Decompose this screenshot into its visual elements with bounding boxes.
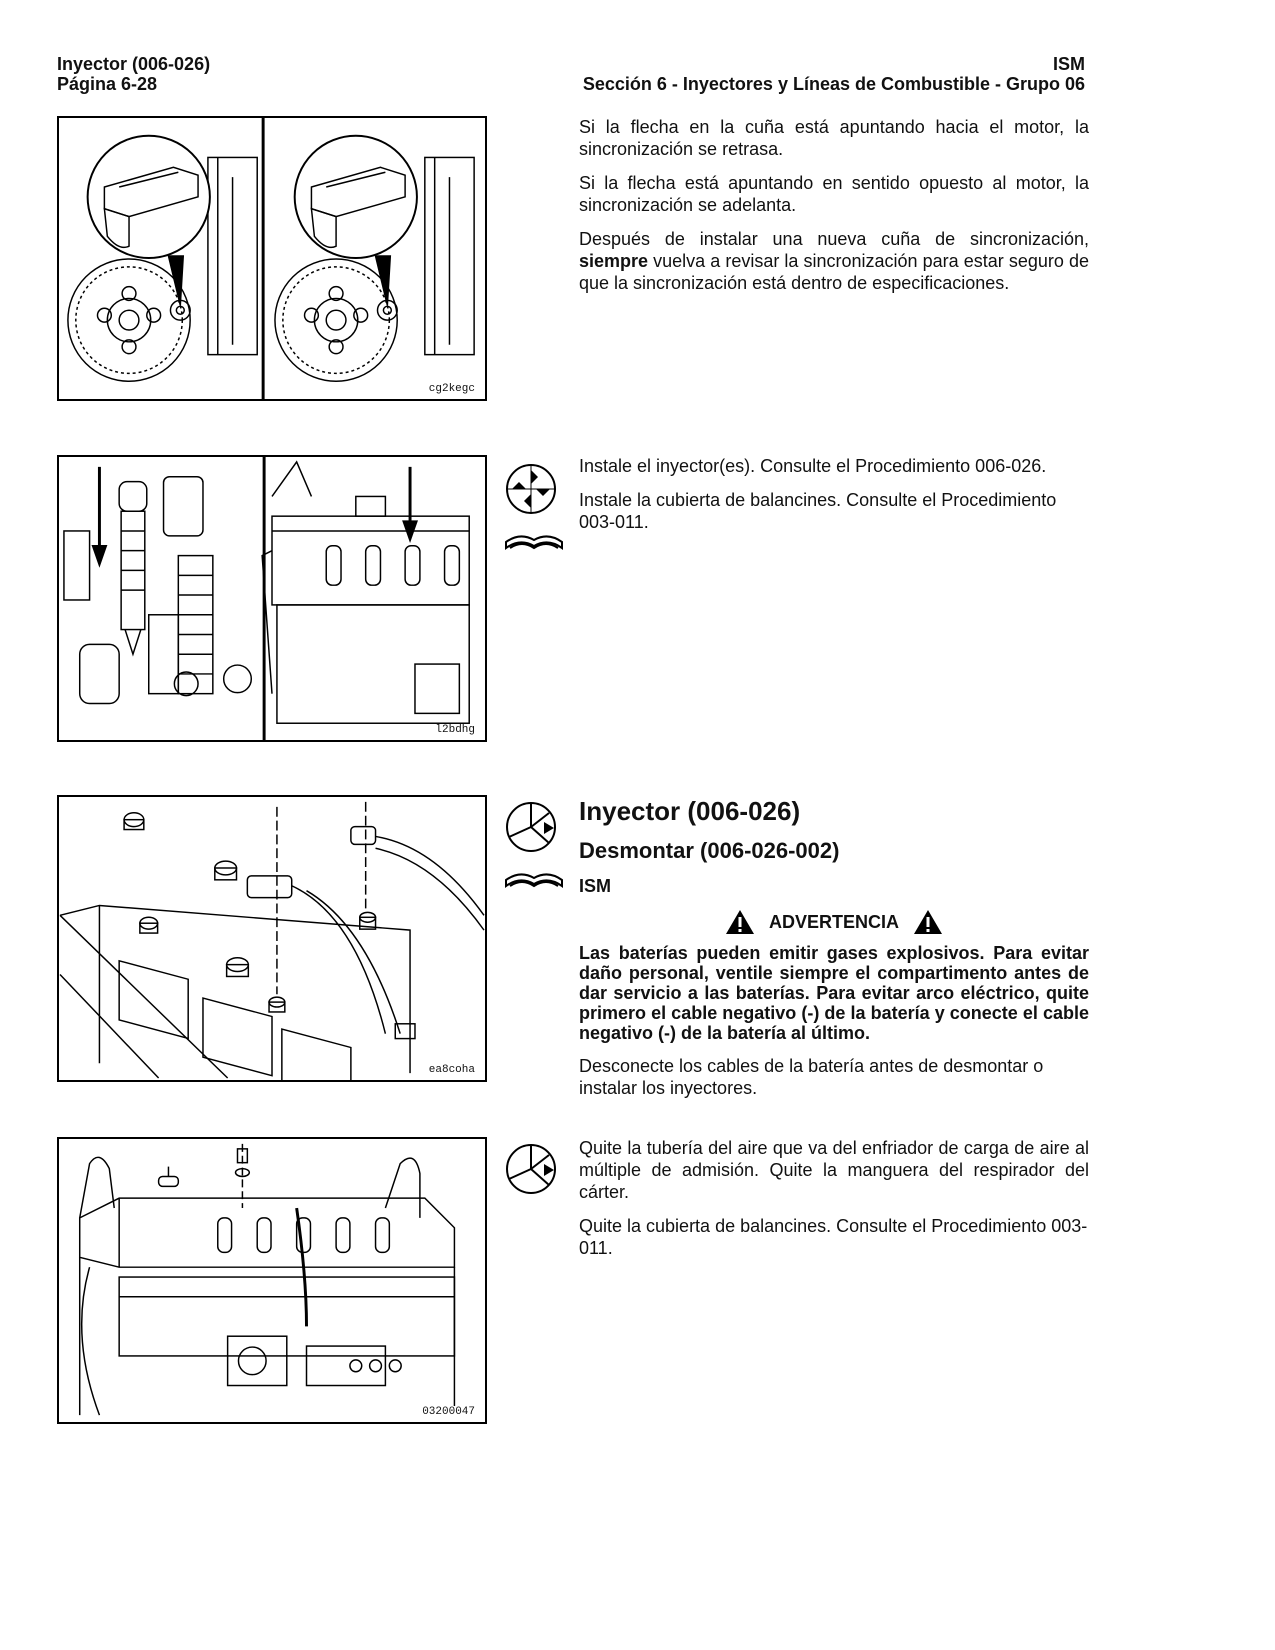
timing-wedge-illustration (67, 118, 475, 399)
figure-code: l2bdhg (433, 724, 477, 736)
remove-procedure-icon (506, 1144, 556, 1194)
install-procedure-icon (506, 464, 556, 514)
procedure-heading: Desmontar (006-026-002) (579, 838, 840, 863)
engine-top-illustration (78, 1143, 456, 1416)
paragraph: Si la flecha en la cuña está apuntando h… (579, 117, 1089, 159)
remove-procedure-icon (506, 802, 556, 852)
injector-install-illustration (63, 457, 470, 740)
icon-column (504, 462, 564, 566)
open-book-icon (505, 873, 563, 888)
paragraph: Quite la tubería del aire que va del enf… (579, 1138, 1089, 1202)
figure-timing-wedge: cg2kegc (57, 116, 487, 401)
header-section-title: Inyector (006-026) (57, 54, 211, 74)
icon-column (504, 800, 564, 904)
paragraph: Quite la cubierta de balancines. Consult… (579, 1216, 1088, 1258)
warning-header: ADVERTENCIA (579, 909, 1089, 935)
emphasis-text: siempre (579, 251, 649, 271)
text-block-rocker-cover: Quite la tubería del aire que va del enf… (579, 1137, 1089, 1271)
open-book-icon (505, 535, 563, 550)
text-block-timing: Si la flecha en la cuña está apuntando h… (579, 116, 1089, 306)
text-block-install: Instale el inyector(es). Consulte el Pro… (579, 455, 1089, 545)
figure-engine-top: 03200047 (57, 1137, 487, 1424)
engine-subheading: ISM (579, 876, 612, 896)
battery-illustration (59, 801, 485, 1080)
warning-title: ADVERTENCIA (768, 912, 899, 932)
text-run: Después de instalar una nueva cuña de si… (579, 229, 1089, 249)
figure-code: ea8coha (426, 1064, 477, 1076)
header-engine: ISM (1052, 54, 1085, 74)
page-header-right: ISM Sección 6 - Inyectores y Líneas de C… (583, 54, 1085, 94)
text-run: vuelva a revisar la sincronización para … (579, 251, 1089, 293)
paragraph: Después de instalar una nueva cuña de si… (579, 228, 1089, 294)
text-block-remove: Inyector (006-026) Desmontar (006-026-00… (579, 795, 1089, 1111)
paragraph: Instale la cubierta de balancines. Consu… (579, 490, 1057, 532)
warning-triangle-icon (725, 910, 754, 934)
paragraph: Desconecte los cables de la batería ante… (579, 1056, 1044, 1098)
figure-battery: ea8coha (57, 795, 487, 1082)
figure-injector-install: l2bdhg (57, 455, 487, 742)
figure-code: 03200047 (420, 1406, 477, 1418)
warning-triangle-icon (914, 910, 942, 934)
section-heading: Inyector (006-026) (579, 796, 801, 826)
icon-column (504, 1142, 564, 1206)
header-page-number: Página 6-28 (57, 74, 158, 94)
header-section: Sección 6 - Inyectores y Líneas de Combu… (582, 74, 1085, 94)
paragraph: Instale el inyector(es). Consulte el Pro… (579, 456, 1047, 476)
warning-text: Las baterías pueden emitir gases explosi… (579, 943, 1089, 1043)
paragraph: Si la flecha está apuntando en sentido o… (579, 173, 1089, 215)
page-header-left: Inyector (006-026) Página 6-28 (57, 54, 210, 94)
figure-code: cg2kegc (426, 383, 477, 395)
